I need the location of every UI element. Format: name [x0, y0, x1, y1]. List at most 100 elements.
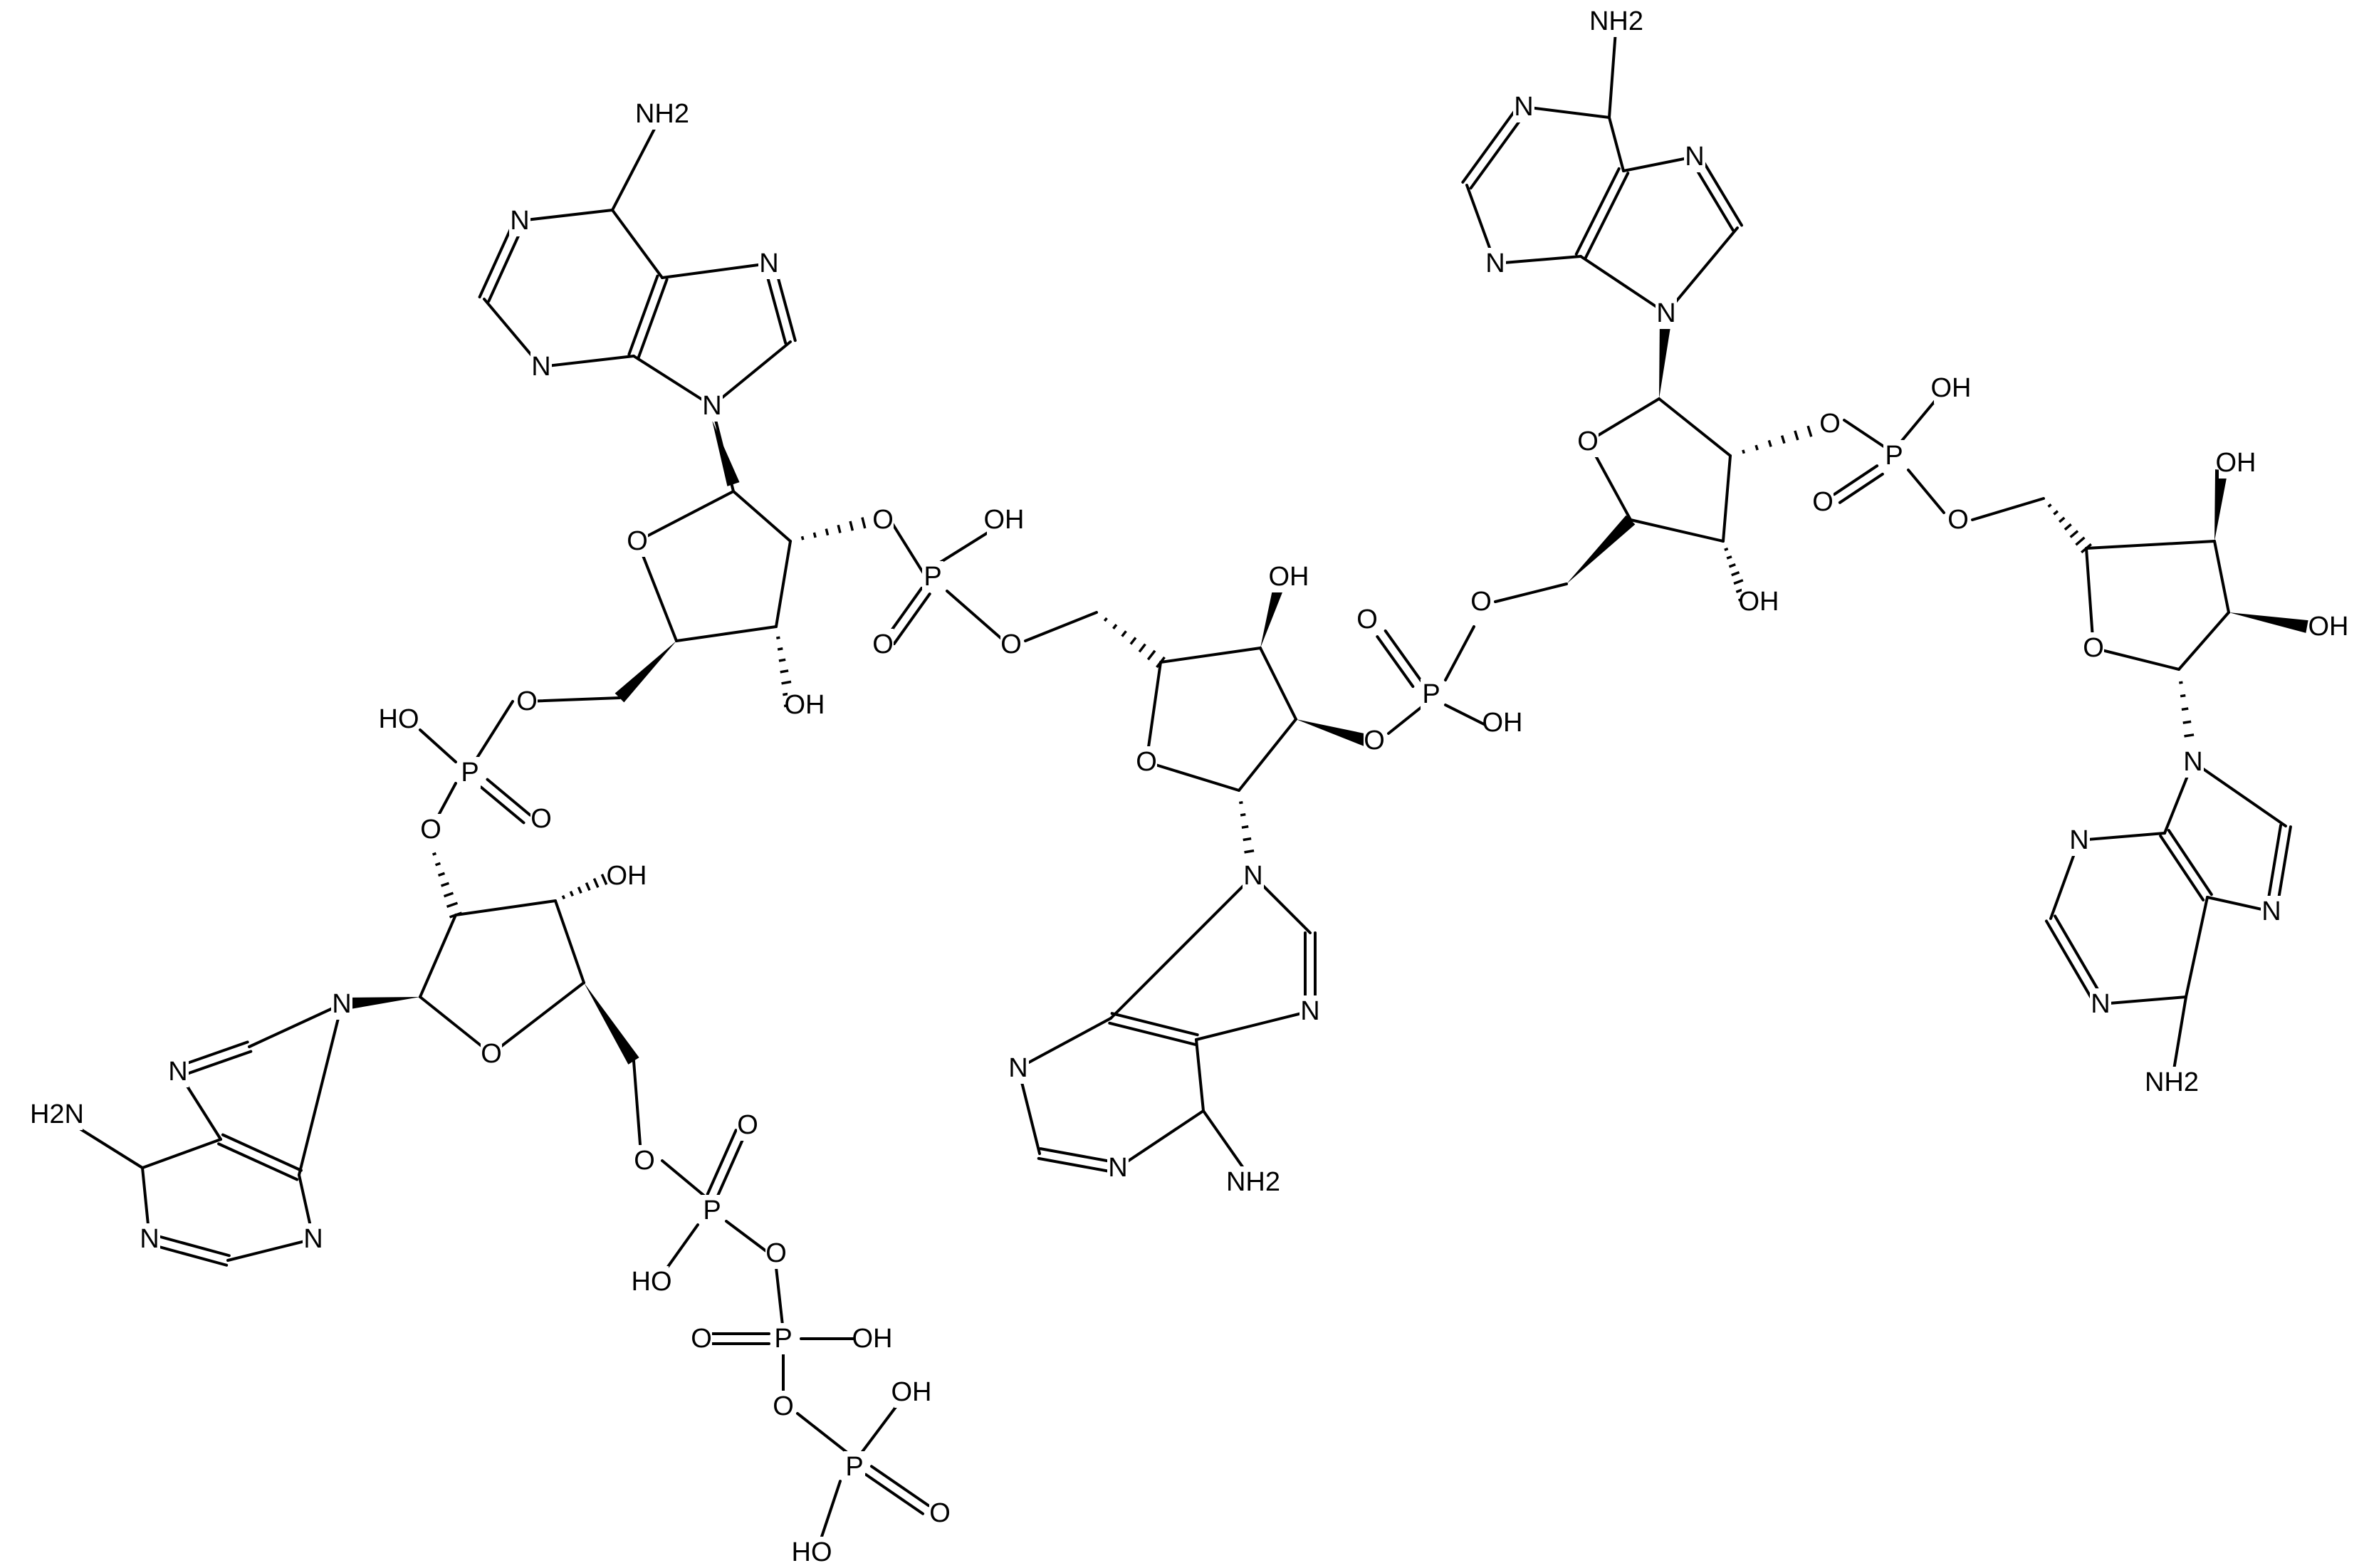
hash-stroke: [1244, 849, 1255, 854]
bond: [636, 490, 735, 543]
atom-label-bg: [765, 1238, 787, 1269]
hash-stroke: [1780, 435, 1786, 444]
double-bond: [706, 1129, 738, 1196]
bond: [1017, 1017, 1112, 1070]
hash-stroke: [440, 882, 450, 887]
ring-o: O: [481, 1039, 502, 1069]
hash-stroke: [1103, 617, 1108, 622]
hash-stroke: [585, 882, 591, 892]
atom-label-bg: [420, 814, 441, 845]
oxo: O: [872, 629, 894, 659]
wedge-bond: [1659, 313, 1673, 399]
atom-label-bg: [1485, 248, 1506, 279]
atom-label-bg: [1812, 486, 1834, 518]
atom-label-bg: [634, 1145, 655, 1176]
bond: [248, 1003, 343, 1048]
hash-stroke: [1754, 444, 1759, 451]
bond: [796, 1412, 849, 1454]
atom-label-bg: [691, 1323, 712, 1354]
hash-stroke: [800, 535, 805, 540]
atom-n: N: [2091, 989, 2110, 1019]
amine-label: NH2: [635, 99, 689, 129]
amine-label: NH2: [2145, 1067, 2199, 1097]
hash-stroke: [1726, 555, 1732, 560]
bond: [419, 914, 457, 998]
double-bond: [1110, 1012, 1199, 1037]
double-bond: [2159, 834, 2205, 901]
hydroxyl: HO: [632, 1267, 672, 1297]
atom-label-bg: [331, 988, 352, 1020]
ester-o: O: [516, 686, 538, 716]
bond: [2099, 995, 2187, 1005]
bond: [1444, 625, 1475, 681]
hydroxyl: OH: [984, 505, 1025, 535]
atom-n: N: [168, 1057, 187, 1087]
atom-label-bg: [737, 1109, 758, 1141]
atom-n: N: [1685, 142, 1704, 172]
ester-o: O: [1947, 505, 1969, 535]
ester-o: O: [1819, 409, 1841, 439]
bond: [1586, 397, 1660, 443]
phosphorus: P: [924, 562, 941, 592]
bond: [611, 209, 664, 279]
double-bond: [178, 1050, 253, 1078]
ester-o: O: [1470, 587, 1492, 617]
hash-stroke: [861, 517, 867, 529]
bond: [1722, 454, 1732, 543]
bond: [1665, 226, 1739, 315]
atom-label-bg: [1136, 746, 1157, 778]
double-bond: [2167, 829, 2213, 897]
atom-n: N: [531, 352, 550, 382]
wedge-bond: [614, 641, 676, 703]
hash-stroke: [1806, 425, 1813, 437]
double-bond: [486, 778, 532, 817]
atom-label-bg: [481, 1038, 502, 1070]
hash-stroke: [781, 680, 792, 685]
bonds-layer: [56, 20, 2292, 1547]
double-bond: [637, 278, 669, 360]
atom-n: N: [1514, 92, 1533, 122]
atom-n: N: [759, 249, 778, 278]
atom-label-bg: [1356, 604, 1378, 635]
hash-stroke: [1794, 430, 1799, 441]
ring-o: O: [2083, 633, 2104, 663]
atom-label-bg: [1421, 679, 1442, 710]
wedge-bond: [712, 420, 740, 486]
hash-stroke: [1241, 825, 1249, 829]
ring-o: O: [627, 526, 648, 556]
bond: [2185, 896, 2209, 998]
atom-label-bg: [1272, 561, 1306, 592]
bond: [1629, 518, 1725, 543]
double-bond: [869, 1465, 930, 1507]
hash-stroke: [437, 872, 446, 877]
ester-o: O: [765, 1238, 787, 1268]
bond: [298, 1003, 343, 1176]
atom-label-bg: [1656, 298, 1677, 329]
amine-label: NH2: [1226, 1167, 1280, 1197]
bond: [661, 1159, 706, 1198]
atom-n: N: [1108, 1153, 1127, 1183]
atom-label-bg: [788, 689, 822, 721]
double-bond: [1469, 108, 1529, 190]
hydroxyl: OH: [1269, 562, 1309, 592]
ester-o: O: [773, 1391, 794, 1421]
bond: [2213, 540, 2230, 614]
atom-n: N: [1300, 996, 1319, 1026]
bond: [1579, 255, 1668, 315]
hash-stroke: [1742, 449, 1746, 454]
amine-label: H2N: [30, 1099, 84, 1129]
bond: [141, 1138, 222, 1169]
bond: [1622, 155, 1696, 172]
bond: [419, 728, 457, 763]
bond: [554, 899, 585, 984]
bond: [1494, 255, 1582, 265]
bond: [1109, 874, 1255, 1020]
oxo: O: [530, 804, 552, 834]
hash-stroke: [2053, 510, 2059, 516]
atom-label-bg: [2083, 632, 2104, 664]
atom-n: N: [702, 391, 721, 421]
atom-label-bg: [1228, 1166, 1279, 1198]
atom-label-bg: [1577, 426, 1599, 457]
